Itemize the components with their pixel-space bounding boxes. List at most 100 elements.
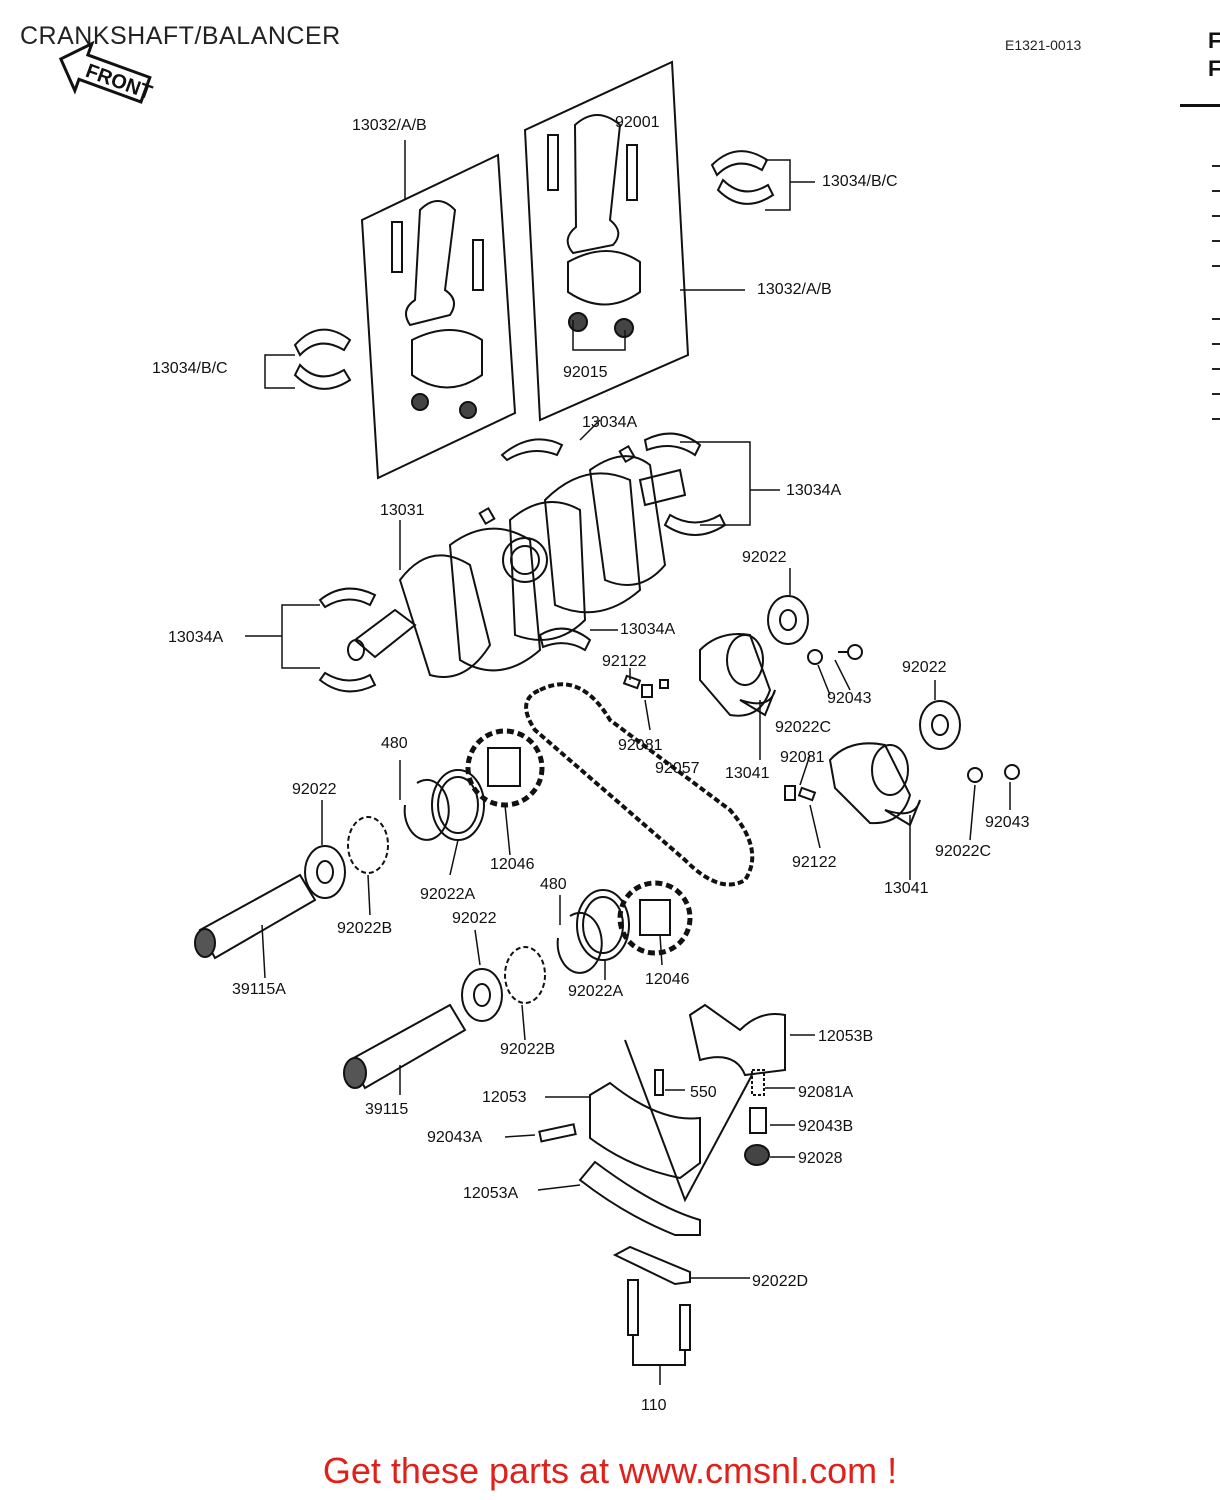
clip-92022c-upper — [807, 649, 823, 665]
conrod-box-right — [523, 60, 690, 422]
label-92022c-b: 92022C — [935, 843, 991, 860]
label-12046-b: 12046 — [645, 971, 690, 988]
sprocket-12046-upper — [465, 728, 545, 808]
pin-550 — [654, 1069, 664, 1096]
label-92043b: 92043B — [798, 1118, 853, 1135]
washer-92022-right — [919, 700, 961, 750]
washer-92022b-upper — [347, 816, 389, 874]
chain-guide-12053b — [688, 1003, 786, 1077]
label-92022a-b: 92022A — [568, 983, 623, 1000]
page-title: CRANKSHAFT/BALANCER — [20, 22, 341, 50]
bolt-110-right — [679, 1304, 691, 1351]
chain-guide-12053a — [578, 1160, 701, 1236]
washer-92022-lower-shaft — [461, 968, 503, 1022]
label-480-b: 480 — [540, 876, 567, 893]
label-92022d: 92022D — [752, 1273, 808, 1290]
bolt-110-left — [627, 1279, 639, 1336]
bracket-lines — [624, 1039, 753, 1203]
diagram-code: E1321-0013 — [1005, 37, 1082, 53]
label-13041-b: 13041 — [884, 880, 929, 897]
label-13034bc-left: 13034/B/C — [152, 360, 228, 377]
label-92022a-a: 92022A — [420, 886, 475, 903]
side-tick — [1212, 240, 1220, 242]
label-13034a-top: 13034A — [582, 414, 637, 431]
lock-plate-92022d — [612, 1245, 691, 1286]
label-92043-b: 92043 — [985, 814, 1030, 831]
connecting-rod-left — [391, 200, 484, 419]
balancer-chain — [524, 682, 755, 887]
side-tick — [1212, 343, 1220, 345]
circlip-480-lower — [556, 911, 603, 974]
side-letter-1: F — [1208, 28, 1220, 53]
side-tick — [1212, 215, 1220, 217]
connecting-rod-right — [547, 114, 641, 338]
balancer-shaft-39115a — [194, 873, 317, 960]
label-92022-c: 92022 — [292, 781, 337, 798]
springs-pins-lower — [784, 785, 817, 802]
cta-link[interactable]: Get these parts at www.cmsnl.com ! — [322, 1450, 898, 1491]
label-92122-b: 92122 — [792, 854, 837, 871]
bracket-110 — [632, 1335, 686, 1366]
washer-92022-upper — [767, 595, 809, 645]
label-92028: 92028 — [798, 1150, 843, 1167]
washer-92022a-upper — [431, 769, 485, 841]
bearing-shells-left — [293, 328, 352, 390]
label-13034bc-right: 13034/B/C — [822, 173, 898, 190]
crankshaft — [347, 455, 687, 678]
clip-92022c-lower — [967, 767, 983, 783]
bolt-92043a — [538, 1123, 577, 1143]
leader-lines — [245, 140, 1011, 1385]
washer-hole — [931, 714, 949, 736]
label-92043-a: 92043 — [827, 690, 872, 707]
label-110: 110 — [641, 1397, 667, 1414]
balancer-weight-1 — [699, 633, 776, 717]
side-tick — [1212, 368, 1220, 370]
washer-92022b-lower — [504, 946, 546, 1004]
label-480-a: 480 — [381, 735, 408, 752]
washer-92022a-lower — [576, 889, 630, 961]
label-92022b-a: 92022B — [337, 920, 392, 937]
balancer-shaft-39115 — [343, 1003, 467, 1090]
bolt-92043-upper — [847, 644, 863, 660]
label-550: 550 — [690, 1084, 717, 1101]
label-92022c-a: 92022C — [775, 719, 831, 736]
balancer-weight-2 — [828, 742, 921, 827]
label-13034a-left: 13034A — [168, 629, 223, 646]
label-12046-a: 12046 — [490, 856, 535, 873]
label-92043a: 92043A — [427, 1129, 482, 1146]
label-92122-a: 92122 — [602, 653, 647, 670]
circlip-480-upper — [403, 778, 450, 841]
pin-92043b — [749, 1107, 767, 1134]
label-39115: 39115 — [365, 1101, 408, 1118]
label-92057: 92057 — [655, 760, 700, 777]
bolt-92043-lower — [1004, 764, 1020, 780]
label-12053a: 12053A — [463, 1185, 518, 1202]
side-tick — [1212, 418, 1220, 420]
label-92081-a: 92081 — [618, 737, 663, 754]
conrod-box-left — [360, 153, 517, 480]
label-39115a: 39115A — [232, 981, 286, 998]
label-92022-d: 92022 — [452, 910, 497, 927]
label-13034a-right: 13034A — [786, 482, 841, 499]
label-92081-b: 92081 — [780, 749, 825, 766]
label-92022b-b: 92022B — [500, 1041, 555, 1058]
label-13032-right: 13032/A/B — [757, 281, 832, 298]
side-tick — [1212, 165, 1220, 167]
spring-92081a — [751, 1069, 765, 1096]
label-13031: 13031 — [380, 502, 425, 519]
part-labels: 13032/A/B 92001 13034/B/C 13032/A/B 1303… — [152, 114, 1030, 1414]
bearing-shells-top-right — [710, 150, 775, 205]
side-tick — [1212, 393, 1220, 395]
label-13034a-mid: 13034A — [620, 621, 675, 638]
label-92015: 92015 — [563, 364, 608, 381]
label-92022-a: 92022 — [742, 549, 787, 566]
side-letter-2: F — [1208, 56, 1220, 81]
label-92001: 92001 — [615, 114, 660, 131]
sprocket-12046-lower — [617, 880, 693, 956]
label-92081a: 92081A — [798, 1084, 853, 1101]
front-arrow-icon: FRONT — [58, 40, 155, 104]
side-tick — [1212, 190, 1220, 192]
label-12053: 12053 — [482, 1089, 527, 1106]
exploded-parts-diagram: FRONT — [58, 40, 1030, 1414]
chain-tensioner-12053 — [589, 1081, 701, 1180]
